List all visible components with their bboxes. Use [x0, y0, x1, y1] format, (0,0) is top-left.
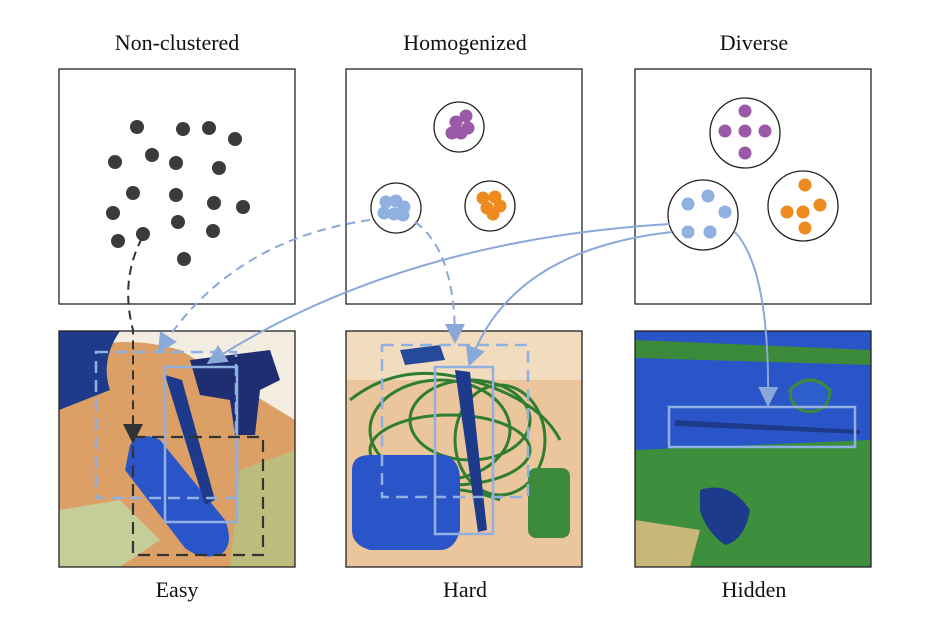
label-hard: Hard [443, 577, 487, 602]
label-easy: Easy [156, 577, 199, 602]
panel-diverse [634, 68, 872, 305]
label-homogenized: Homogenized [403, 30, 526, 55]
label-non-clustered: Non-clustered [115, 30, 240, 55]
panel-homogenized [345, 68, 583, 305]
label-hidden: Hidden [722, 577, 787, 602]
scattered-dots [106, 120, 250, 266]
xray-hard [346, 331, 582, 567]
arrows [123, 219, 779, 444]
xray-hidden [635, 331, 871, 567]
panel-non-clustered [58, 68, 296, 305]
label-diverse: Diverse [720, 30, 788, 55]
